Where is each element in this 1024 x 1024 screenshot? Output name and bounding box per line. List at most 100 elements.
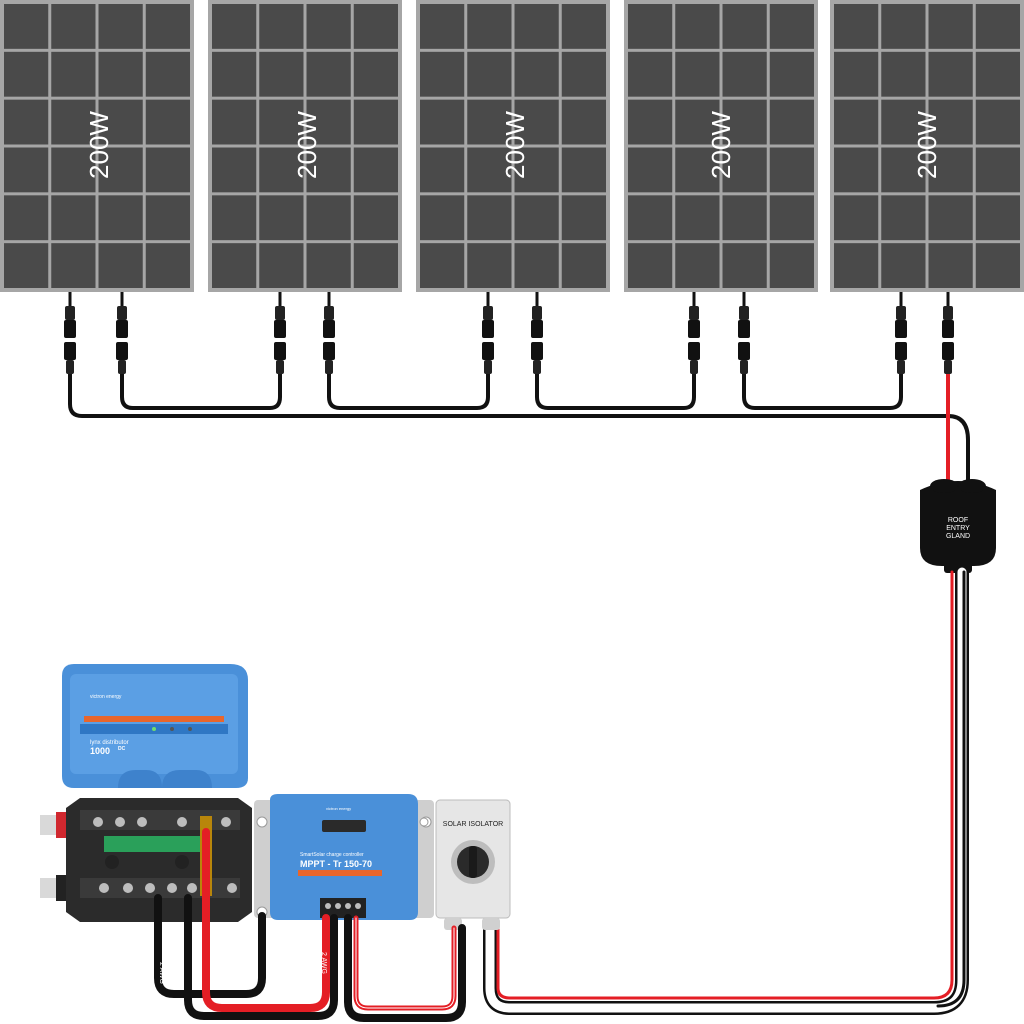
panel-cell (561, 195, 606, 241)
solar-array (0, 0, 1024, 292)
panel-cell (467, 99, 512, 145)
mc4-connector (116, 306, 128, 374)
panel-cell (51, 51, 96, 97)
lynx-brand: victron energy (90, 694, 122, 700)
panel-cell (769, 99, 814, 145)
panel-cell (514, 51, 559, 97)
panel-cell (975, 4, 1020, 49)
panel-cell (675, 195, 720, 241)
mppt-brand: victron energy (326, 806, 351, 811)
panel-cell (928, 195, 973, 241)
panel-cell (353, 243, 398, 288)
panel-cell (928, 51, 973, 97)
panel-cell (514, 243, 559, 288)
panel-cell (722, 147, 767, 193)
panel-cell (769, 4, 814, 49)
mc4-connector (274, 306, 286, 374)
panel-cell (353, 99, 398, 145)
panel-cell (467, 4, 512, 49)
panel-cell (145, 243, 190, 288)
panel-cell (306, 51, 351, 97)
panel-cell (722, 99, 767, 145)
panel-cell (98, 99, 143, 145)
panel-cell (975, 51, 1020, 97)
panel-cell (51, 99, 96, 145)
panel-cell (975, 147, 1020, 193)
panel-cell (306, 147, 351, 193)
panel-cell (259, 99, 304, 145)
panel-cell (834, 51, 879, 97)
panel-cell (628, 147, 673, 193)
panel-cell (675, 99, 720, 145)
panel-cell (834, 99, 879, 145)
solar-panel (830, 0, 1024, 292)
pv-cable-to-isolator (483, 565, 969, 1015)
panel-cell (259, 243, 304, 288)
panel-cell (769, 195, 814, 241)
panel-cell (353, 195, 398, 241)
solar-panel (416, 0, 610, 292)
panel-label: 200W (706, 111, 736, 179)
panel-cell (145, 195, 190, 241)
panel-cell (467, 195, 512, 241)
panel-label: 200W (912, 111, 942, 179)
panel-cell (467, 51, 512, 97)
panel-cell (212, 243, 257, 288)
lynx-name: lynx distributor (90, 740, 129, 746)
panel-cell (769, 51, 814, 97)
panel-cell (212, 99, 257, 145)
panel-cell (420, 51, 465, 97)
panel-cell (420, 4, 465, 49)
panel-cell (881, 4, 926, 49)
panel-label: 200W (292, 111, 322, 179)
panel-cell (306, 195, 351, 241)
lynx-model: 1000 (90, 746, 110, 756)
panel-cell (628, 99, 673, 145)
panel-cell (561, 243, 606, 288)
panel-cell (420, 243, 465, 288)
panel-cell (467, 243, 512, 288)
cable-label-left: 2 AWG (158, 962, 165, 984)
mc4-connector (482, 306, 494, 374)
panel-cell (51, 4, 96, 49)
panel-cell (145, 147, 190, 193)
panel-cell (98, 51, 143, 97)
panel-cell (769, 147, 814, 193)
panel-cell (98, 4, 143, 49)
panel-label: 200W (84, 111, 114, 179)
panel-cell (722, 243, 767, 288)
panel-cell (145, 51, 190, 97)
solar-panel (208, 0, 402, 292)
panel-cell (514, 99, 559, 145)
panel-cell (467, 147, 512, 193)
panel-cell (353, 51, 398, 97)
panel-cell (834, 195, 879, 241)
panel-cell (51, 147, 96, 193)
roof-entry-gland: ROOF ENTRY GLAND (920, 479, 996, 573)
panel-cell (881, 51, 926, 97)
panel-cell (306, 99, 351, 145)
cable-label-right: 2 AWG (320, 952, 327, 974)
panel-cell (928, 243, 973, 288)
panel-label: 200W (500, 111, 530, 179)
lynx-distributor: victron energy lynx distributor 1000 DC (62, 664, 248, 788)
panel-cell (98, 147, 143, 193)
gland-label-line3: GLAND (946, 533, 970, 540)
panel-cell (881, 243, 926, 288)
panel-cell (4, 195, 49, 241)
panel-cell (514, 147, 559, 193)
panel-cell (834, 4, 879, 49)
negative-home-run (68, 360, 970, 490)
panel-cell (212, 147, 257, 193)
mc4-connector (895, 306, 907, 374)
panel-cell (881, 147, 926, 193)
panel-cell (769, 243, 814, 288)
string-wiring (68, 360, 970, 490)
panel-cell (212, 4, 257, 49)
panel-cell (975, 99, 1020, 145)
panel-cell (975, 243, 1020, 288)
panel-cell (975, 195, 1020, 241)
panel-cell (675, 51, 720, 97)
panel-cell (628, 195, 673, 241)
mppt-model: MPPT - Tr 150-70 (300, 859, 372, 869)
